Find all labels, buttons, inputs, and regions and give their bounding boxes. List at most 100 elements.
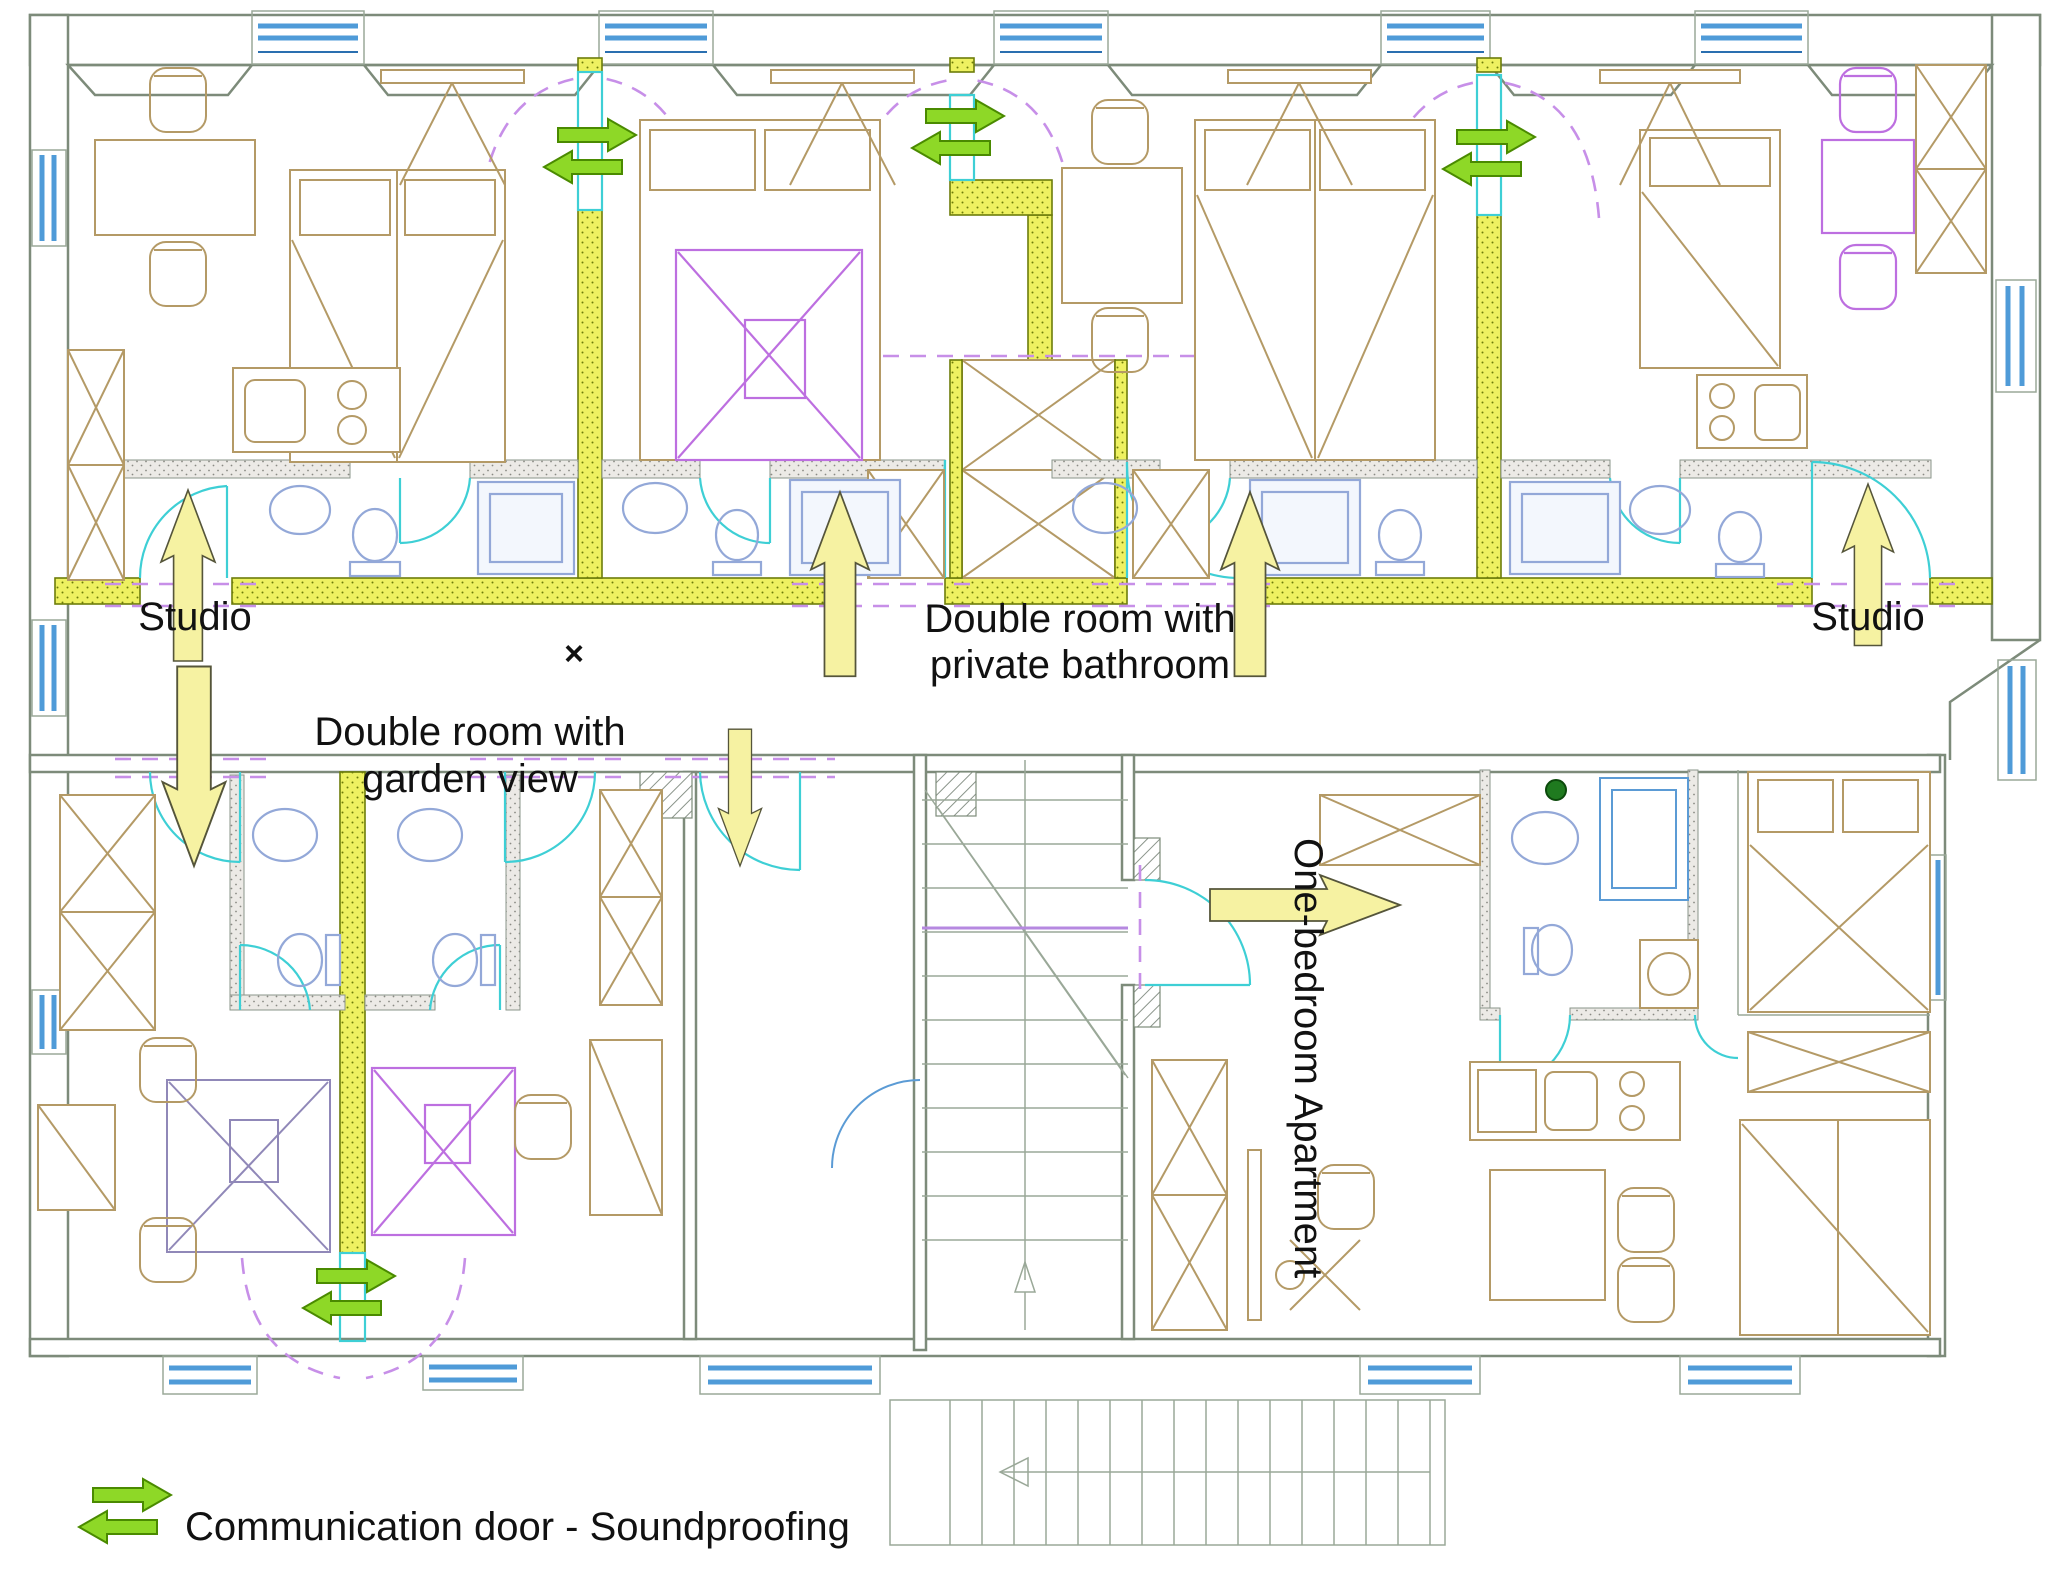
label-one-bedroom-apartment: One-bedroom Apartment [1286, 838, 1330, 1278]
label-studio-right: Studio [1811, 595, 1924, 639]
wardrobe [1151, 1059, 1228, 1331]
wardrobe [1915, 64, 1987, 274]
sink [1071, 481, 1139, 535]
stair-door-swing [831, 1079, 921, 1169]
shower [1599, 777, 1689, 901]
toilet [276, 932, 342, 988]
wardrobe [1747, 1031, 1931, 1093]
wardrobe [1132, 469, 1210, 579]
window [251, 10, 365, 65]
tv-rail [1599, 69, 1741, 186]
windows [31, 10, 2037, 1395]
sofa-bed [1739, 1119, 1931, 1336]
communication-arrows-icon [303, 1260, 395, 1324]
toilet [431, 932, 497, 988]
label-double-private-1: Double room with [924, 597, 1235, 641]
window [162, 1355, 258, 1395]
soundproof-partition [1476, 214, 1502, 579]
x-marker: × [564, 635, 584, 673]
soundproof-corridor-wall [1239, 577, 1813, 605]
bottom-wing-bottom-wall [28, 1337, 1942, 1358]
window [1679, 1355, 1801, 1395]
right-wall-step [1948, 638, 2041, 760]
garden-room-right [370, 789, 663, 1237]
sink [396, 807, 464, 863]
window [31, 149, 67, 247]
chair [1838, 243, 1898, 311]
soundproof-corridor-wall [54, 577, 141, 605]
tv-panel [1247, 1149, 1262, 1321]
sink [251, 807, 319, 863]
labels: Studio Double room with private bathroom… [138, 595, 1924, 1278]
chair [514, 1094, 572, 1160]
soundproof-walls [54, 57, 1993, 1254]
tv-rail [380, 69, 525, 186]
bed [1194, 119, 1436, 461]
soundproof-partition [577, 209, 603, 579]
kitchenette [1696, 374, 1808, 449]
apartment [1151, 771, 1931, 1336]
window [1694, 10, 1809, 65]
shower [1508, 480, 1622, 576]
label-double-private-2: private bathroom [930, 643, 1230, 687]
studio-left-room [67, 67, 576, 581]
toilet [1374, 508, 1426, 577]
wall-pier [1487, 63, 1698, 97]
stair-direction-arrow [998, 1456, 1029, 1488]
label-garden-2: garden view [362, 757, 578, 801]
window [993, 10, 1109, 65]
soundproof-partition-jog [949, 179, 1053, 216]
soundproof-stub [1476, 57, 1502, 73]
bed [1747, 771, 1931, 1013]
wardrobe [1319, 794, 1481, 866]
double-room-right [1061, 69, 1436, 579]
bed [1639, 129, 1781, 369]
bottom-wing-top-wall [28, 753, 1942, 774]
window [1359, 1355, 1481, 1395]
kitchen [1469, 1061, 1681, 1141]
window [31, 989, 67, 1055]
soundproof-corridor-wall [231, 577, 828, 605]
soundproof-stub [949, 57, 975, 73]
garden-room-left [37, 794, 342, 1283]
sink [268, 484, 332, 536]
table [1061, 167, 1183, 304]
window [1997, 659, 2037, 781]
bed [639, 119, 881, 462]
soundproof-stub [577, 57, 603, 73]
chair [149, 67, 207, 133]
wall-pier [361, 63, 602, 97]
legend-communication-arrows-icon [79, 1479, 171, 1543]
soundproof-corridor-wall [944, 577, 1128, 605]
studio-right-room [1508, 64, 1987, 579]
toilet [1522, 923, 1574, 977]
legend: Communication door - Soundproofing [79, 1479, 850, 1549]
communication-arrows-icon [1443, 121, 1535, 185]
hall-wall [682, 770, 698, 1341]
tv-rail [1227, 69, 1372, 186]
window [1995, 279, 2037, 393]
boiler-closet [1639, 939, 1699, 1009]
chair [149, 241, 207, 307]
exterior-stairs [889, 1399, 1446, 1546]
apartment-wall [1120, 753, 1136, 882]
bed [370, 1066, 517, 1237]
bed [166, 1079, 331, 1253]
wardrobe [59, 794, 156, 1031]
wall-pier [1105, 63, 1384, 97]
desk-line [589, 1039, 663, 1216]
stair-wall [912, 753, 928, 1352]
sink [1510, 810, 1580, 866]
chair [1617, 1257, 1675, 1323]
table [1489, 1169, 1606, 1301]
soundproof-partition-garden-rooms [339, 771, 366, 1254]
wardrobe [67, 349, 125, 581]
wall-pier [65, 63, 255, 97]
armchair-lamp [1275, 1164, 1375, 1311]
chair [1091, 99, 1149, 165]
toilet [1714, 510, 1766, 579]
window [699, 1355, 881, 1395]
window [422, 1355, 524, 1391]
